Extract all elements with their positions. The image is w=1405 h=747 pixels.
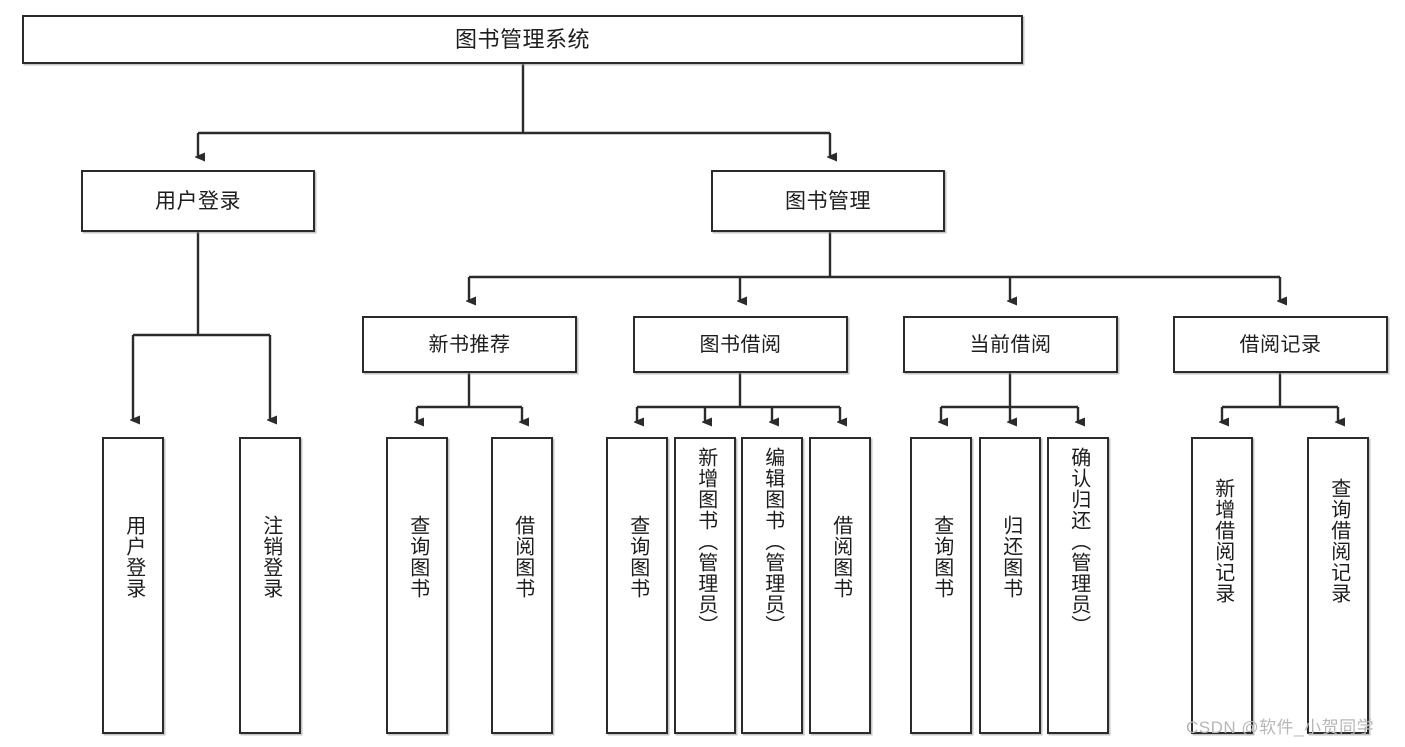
node-leaf-query-book-borrow[interactable]: 查询图书 bbox=[606, 437, 668, 734]
node-leaf-logout[interactable]: 注销登录 bbox=[239, 437, 301, 734]
node-label: 新增图书（管理员） bbox=[694, 447, 717, 636]
node-leaf-query-book-current[interactable]: 查询图书 bbox=[910, 437, 972, 734]
node-label: 查询借阅记录 bbox=[1327, 478, 1350, 604]
node-label: 图书借阅 bbox=[699, 333, 782, 356]
node-leaf-query-book-recommend[interactable]: 查询图书 bbox=[386, 437, 448, 734]
node-label: 图书管理 bbox=[785, 189, 871, 213]
node-label: 编辑图书（管理员） bbox=[761, 447, 784, 636]
node-label: 确认归还（管理员） bbox=[1067, 447, 1090, 636]
node-leaf-borrow-book-borrow[interactable]: 借阅图书 bbox=[809, 437, 871, 734]
node-leaf-user-login[interactable]: 用户登录 bbox=[102, 437, 164, 734]
node-leaf-add-borrow-record[interactable]: 新增借阅记录 bbox=[1191, 437, 1253, 734]
node-new-book-recommend[interactable]: 新书推荐 bbox=[362, 316, 577, 373]
node-label: 注销登录 bbox=[259, 515, 282, 599]
node-current-borrow[interactable]: 当前借阅 bbox=[903, 316, 1118, 373]
node-label: 用户登录 bbox=[122, 515, 145, 599]
node-borrow-record[interactable]: 借阅记录 bbox=[1173, 316, 1388, 373]
node-book-borrow[interactable]: 图书借阅 bbox=[633, 316, 848, 373]
node-root-book-management-system[interactable]: 图书管理系统 bbox=[22, 15, 1023, 64]
node-book-management[interactable]: 图书管理 bbox=[711, 170, 945, 232]
node-label: 新增借阅记录 bbox=[1211, 478, 1234, 604]
csdn-watermark: CSDN @软件_小贺同学 bbox=[1186, 718, 1375, 737]
node-label: 借阅图书 bbox=[829, 515, 852, 599]
node-label: 归还图书 bbox=[999, 515, 1022, 599]
node-label: 图书管理系统 bbox=[454, 26, 590, 52]
node-label: 当前借阅 bbox=[969, 333, 1052, 356]
node-leaf-return-book[interactable]: 归还图书 bbox=[979, 437, 1041, 734]
node-label: 借阅记录 bbox=[1239, 333, 1322, 356]
node-leaf-query-borrow-record[interactable]: 查询借阅记录 bbox=[1307, 437, 1369, 734]
node-leaf-confirm-return-admin[interactable]: 确认归还（管理员） bbox=[1047, 437, 1109, 734]
node-label: 查询图书 bbox=[406, 515, 429, 599]
node-label: 借阅图书 bbox=[511, 515, 534, 599]
node-leaf-borrow-book-recommend[interactable]: 借阅图书 bbox=[491, 437, 553, 734]
node-label: 查询图书 bbox=[930, 515, 953, 599]
node-user-login[interactable]: 用户登录 bbox=[81, 170, 315, 232]
node-label: 新书推荐 bbox=[428, 333, 511, 356]
node-label: 用户登录 bbox=[155, 189, 241, 213]
node-leaf-edit-book-admin[interactable]: 编辑图书（管理员） bbox=[741, 437, 803, 734]
node-leaf-add-book-admin[interactable]: 新增图书（管理员） bbox=[674, 437, 736, 734]
node-label: 查询图书 bbox=[626, 515, 649, 599]
